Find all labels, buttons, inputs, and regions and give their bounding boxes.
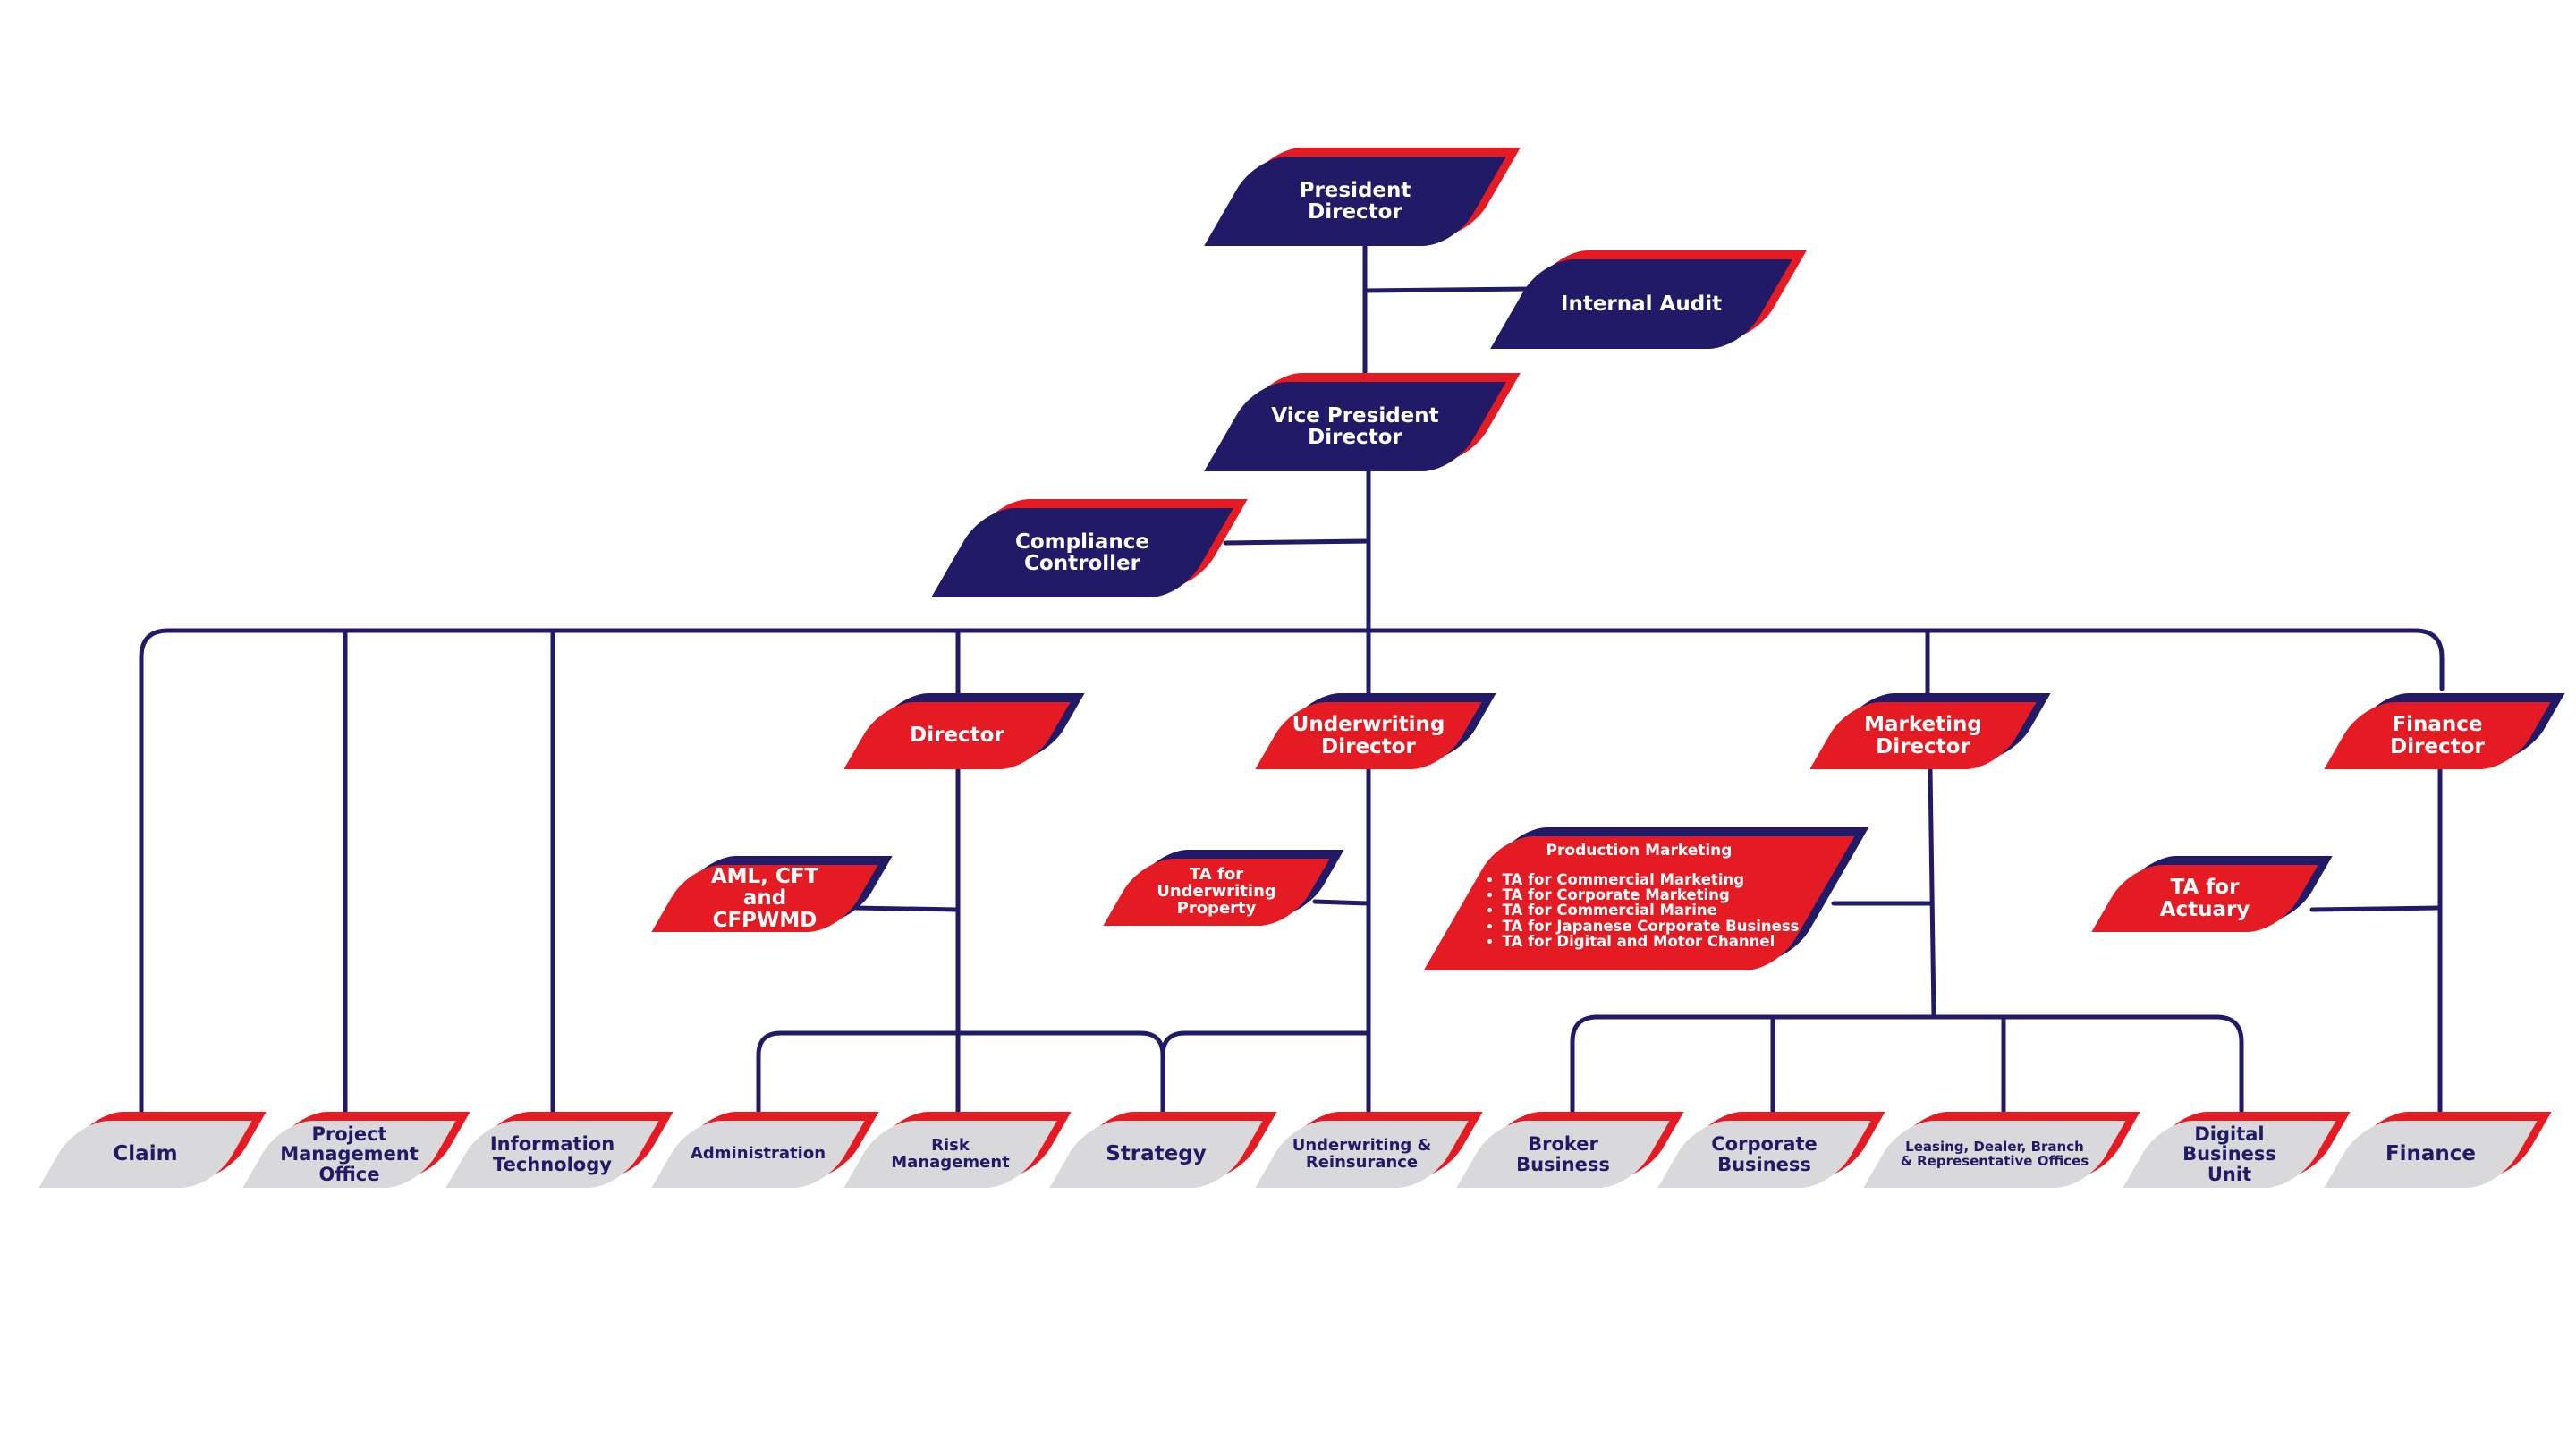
connector-aml [852,905,961,912]
production-marketing-title: Production Marketing [1546,842,1733,860]
production-marketing-box: Production Marketing TA for Commercial M… [1423,827,1869,970]
connector-internal-audit [1362,286,1532,293]
compliance-controller-box: Compliance Controller [931,499,1248,597]
connector-admin-strategy-bus [756,1030,1371,1119]
connector-ta-underwriting [1312,899,1371,906]
finance-director-label: Finance Director [2390,713,2485,758]
director-label: Director [910,724,1004,748]
information-technology-box: Information Technology [445,1112,674,1188]
list-item: TA for Digital and Motor Channel [1503,934,1800,950]
strategy-label: Strategy [1106,1142,1207,1166]
ta-actuary-box: TA for Actuary [2091,856,2333,932]
administration-box: Administration [651,1112,879,1188]
underwriting-director-box: Underwriting Director [1255,693,1496,769]
connector-compliance [1223,538,1371,546]
broker-business-label: Broker Business [1516,1133,1610,1175]
president-director-label: President Director [1299,178,1411,224]
ta-underwriting-property-label: TA for Underwriting Property [1157,865,1276,918]
underwriting-reinsurance-label: Underwriting & Reinsurance [1292,1135,1432,1172]
project-management-office-box: Project Management Office [242,1112,470,1188]
underwriting-reinsurance-box: Underwriting & Reinsurance [1255,1112,1483,1188]
list-item: TA for Commercial Marketing [1503,872,1800,888]
finance-box: Finance [2324,1112,2552,1188]
strategy-box: Strategy [1049,1112,1277,1188]
marketing-director-label: Marketing Director [1864,713,1982,758]
digital-business-unit-label: Digital Business Unit [2182,1123,2276,1185]
aml-cft-cfpwmd-label: AML, CFT and CFPWMD [710,865,819,932]
information-technology-label: Information Technology [489,1133,615,1175]
aml-cft-cfpwmd-box: AML, CFT and CFPWMD [651,856,893,932]
leasing-dealer-branch-label: Leasing, Dealer, Branch & Representative… [1900,1138,2089,1169]
corporate-business-label: Corporate Business [1711,1133,1818,1175]
internal-audit-label: Internal Audit [1560,292,1723,316]
connector-actuary [2309,905,2443,912]
claim-label: Claim [113,1142,178,1166]
connector-marketing-down [1928,767,1936,1018]
risk-management-box: Risk Management [843,1112,1072,1188]
corporate-business-box: Corporate Business [1657,1112,1885,1188]
marketing-director-box: Marketing Director [1809,693,2051,769]
leasing-dealer-branch-box: Leasing, Dealer, Branch & Representative… [1863,1112,2140,1188]
ta-underwriting-property-box: TA for Underwriting Property [1103,850,1344,926]
vice-president-director-box: Vice President Director [1204,373,1521,471]
ta-actuary-label: TA for Actuary [2159,876,2250,921]
underwriting-director-label: Underwriting Director [1292,713,1445,758]
broker-business-box: Broker Business [1456,1112,1684,1188]
production-marketing-list: TA for Commercial Marketing TA for Corpo… [1479,872,1800,950]
project-management-office-label: Project Management Office [280,1123,419,1185]
internal-audit-box: Internal Audit [1490,250,1807,349]
finance-label: Finance [2385,1142,2477,1166]
compliance-controller-label: Compliance Controller [1014,530,1149,575]
claim-box: Claim [38,1112,267,1188]
president-director-box: President Director [1204,148,1521,246]
digital-business-unit-box: Digital Business Unit [2123,1112,2351,1188]
risk-management-label: Risk Management [891,1135,1010,1172]
list-item: TA for Corporate Marketing [1503,887,1800,903]
director-box: Director [843,693,1085,769]
list-item: TA for Commercial Marine [1503,902,1800,919]
connector-trunk [1362,230,1371,633]
connector-marketing-bus [1570,1014,2244,1119]
administration-label: Administration [690,1144,826,1164]
list-item: TA for Japanese Corporate Business [1503,918,1800,934]
vice-president-director-label: Vice President Director [1271,403,1439,449]
finance-director-box: Finance Director [2324,693,2565,769]
connector-main-bus [139,628,2445,1119]
